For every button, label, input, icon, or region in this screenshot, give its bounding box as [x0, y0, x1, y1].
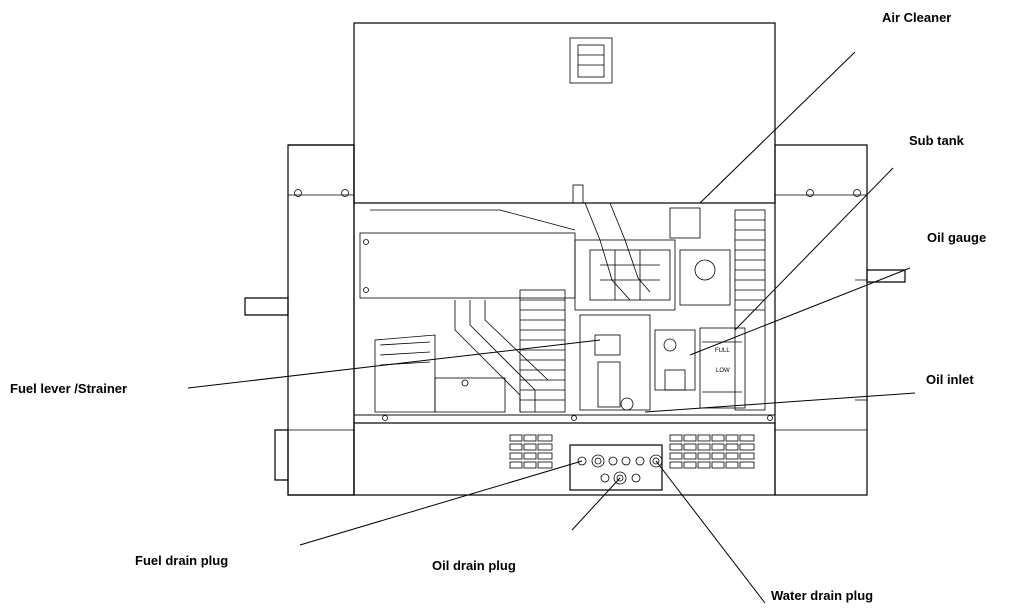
- bottom-base: [353, 414, 776, 496]
- gauge-low-mark: LOW: [716, 368, 730, 374]
- gauge-full-mark: FULL: [715, 348, 730, 354]
- leader-oil-gauge: [689, 267, 911, 356]
- leader-air-cleaner: [699, 51, 856, 204]
- left-side-panel: [244, 144, 355, 496]
- label-oil-inlet: Oil inlet: [926, 372, 974, 387]
- leader-fuel-drain: [299, 460, 583, 546]
- leader-fuel-lever: [187, 339, 601, 389]
- leader-water-drain: [655, 460, 766, 604]
- top-hood: [353, 22, 776, 204]
- label-sub-tank: Sub tank: [909, 133, 964, 148]
- engine-compartment: [353, 202, 776, 421]
- label-water-drain-plug: Water drain plug: [771, 588, 874, 603]
- label-fuel-drain-plug: Fuel drain plug: [135, 553, 229, 568]
- label-oil-gauge: Oil gauge: [927, 230, 987, 245]
- leader-oil-inlet: [644, 392, 916, 413]
- right-side-panel: [774, 144, 906, 496]
- leader-oil-drain: [571, 477, 621, 531]
- label-fuel-lever-strainer: Fuel lever /Strainer: [10, 381, 128, 396]
- label-air-cleaner: Air Cleaner: [882, 10, 952, 25]
- label-oil-drain-plug: Oil drain plug: [432, 558, 516, 573]
- leader-sub-tank: [734, 167, 894, 331]
